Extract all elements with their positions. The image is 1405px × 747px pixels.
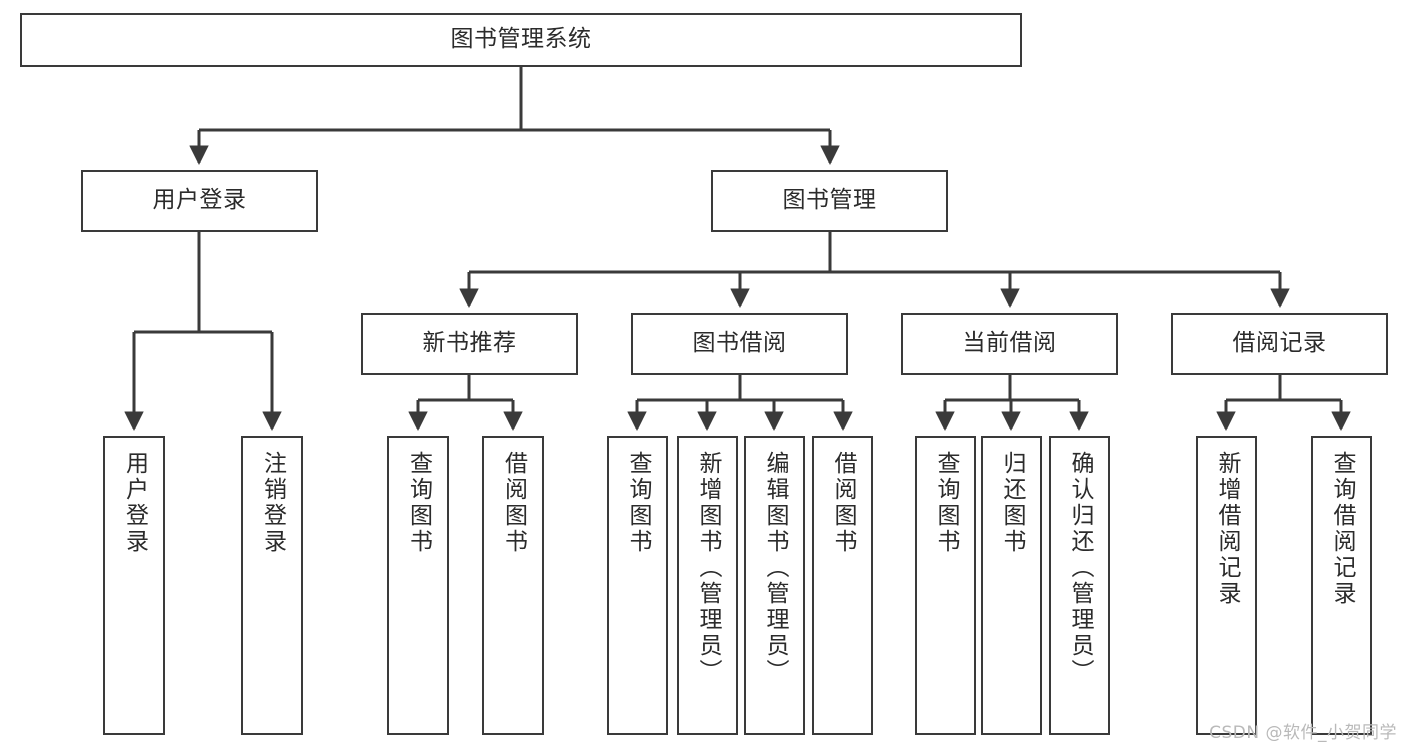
node-label: 确认归还（管理员） (1067, 451, 1093, 685)
node-root-book-management-system[interactable]: 图书管理系统 (20, 13, 1022, 67)
node-new-book-recommend[interactable]: 新书推荐 (361, 313, 578, 375)
node-book-borrow[interactable]: 图书借阅 (631, 313, 848, 375)
node-label: 借阅图书 (500, 451, 527, 555)
node-label: 编辑图书（管理员） (762, 451, 788, 685)
node-label: 图书借阅 (692, 330, 787, 357)
leaf-add-book-admin[interactable]: 新增图书（管理员） (677, 436, 738, 735)
node-current-borrow[interactable]: 当前借阅 (901, 313, 1118, 375)
node-label: 查询图书 (405, 451, 432, 555)
node-user-login[interactable]: 用户登录 (81, 170, 318, 232)
node-label: 归还图书 (999, 451, 1025, 555)
leaf-query-book-current[interactable]: 查询图书 (915, 436, 976, 735)
leaf-confirm-return-admin[interactable]: 确认归还（管理员） (1049, 436, 1110, 735)
node-borrow-record[interactable]: 借阅记录 (1171, 313, 1388, 375)
node-label: 查询图书 (625, 451, 651, 555)
node-label: 用户登录 (121, 451, 148, 555)
leaf-query-borrow-record[interactable]: 查询借阅记录 (1311, 436, 1372, 735)
node-label: 新书推荐 (422, 330, 517, 357)
leaf-borrow-book[interactable]: 借阅图书 (812, 436, 873, 735)
leaf-add-borrow-record[interactable]: 新增借阅记录 (1196, 436, 1257, 735)
node-label: 查询图书 (933, 451, 959, 555)
leaf-return-book[interactable]: 归还图书 (981, 436, 1042, 735)
node-label: 图书管理 (782, 187, 877, 214)
node-label: 图书管理系统 (450, 26, 592, 53)
leaf-query-book-borrow[interactable]: 查询图书 (607, 436, 668, 735)
node-label: 新增借阅记录 (1214, 451, 1240, 607)
leaf-logout[interactable]: 注销登录 (241, 436, 303, 735)
node-label: 当前借阅 (962, 330, 1057, 357)
node-label: 用户登录 (152, 187, 247, 214)
node-label: 查询借阅记录 (1329, 451, 1355, 607)
node-label: 新增图书（管理员） (695, 451, 721, 685)
leaf-user-login[interactable]: 用户登录 (103, 436, 165, 735)
leaf-query-book-recommend[interactable]: 查询图书 (387, 436, 449, 735)
leaf-borrow-book-recommend[interactable]: 借阅图书 (482, 436, 544, 735)
leaf-edit-book-admin[interactable]: 编辑图书（管理员） (744, 436, 805, 735)
node-book-management[interactable]: 图书管理 (711, 170, 948, 232)
node-label: 借阅记录 (1232, 330, 1327, 357)
csdn-watermark: CSDN @软件_小贺同学 (1209, 723, 1397, 743)
node-label: 借阅图书 (830, 451, 856, 555)
node-label: 注销登录 (259, 451, 286, 555)
